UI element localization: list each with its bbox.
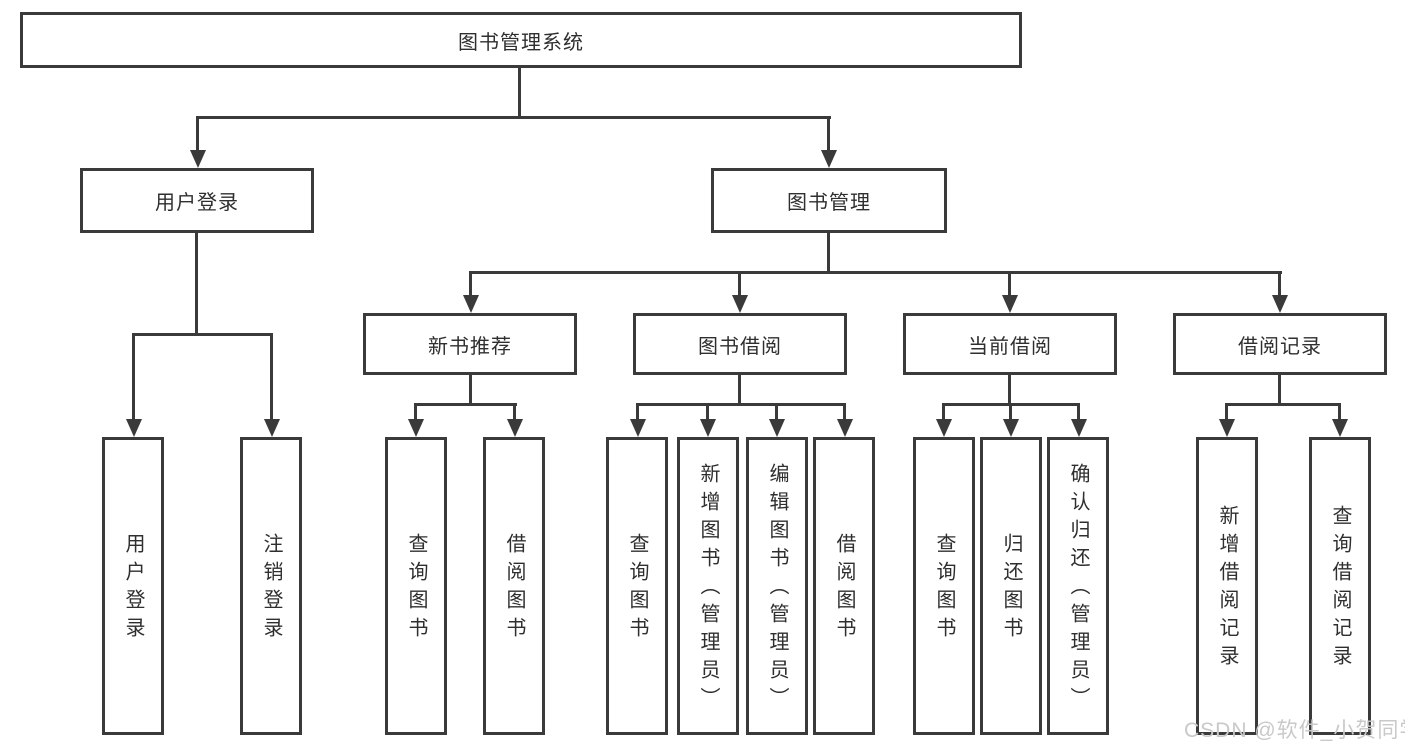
edge-current-stem — [1008, 375, 1011, 406]
node-new-book-recommendation: 新书推荐 — [363, 313, 577, 375]
node-current-borrowing: 当前借阅 — [903, 313, 1117, 375]
edge-book-management-rail — [469, 271, 1282, 274]
arrow-to-book-borrowing — [731, 271, 748, 313]
arrow-to-borrowing-records — [1271, 271, 1288, 313]
leaf-query-borrow-record: 查询借阅记录 — [1309, 437, 1371, 735]
arrow-to-query-books-recommend — [407, 403, 424, 437]
arrow-to-query-books-borrow — [629, 403, 646, 437]
leaf-borrow-books: 借阅图书 — [813, 437, 875, 735]
leaf-user-login: 用户登录 — [102, 437, 164, 735]
leaf-query-books-recommend: 查询图书 — [385, 437, 447, 735]
node-root: 图书管理系统 — [20, 12, 1022, 68]
arrow-to-current-borrowing — [1001, 271, 1018, 313]
edge-records-rail — [1225, 403, 1341, 406]
arrow-to-add-borrow-record — [1218, 403, 1235, 437]
edge-recommend-rail — [414, 403, 517, 406]
node-book-borrowing: 图书借阅 — [633, 313, 847, 375]
edge-borrowing-rail — [636, 403, 846, 406]
edge-user-login-stem — [195, 233, 198, 336]
arrow-to-book-management — [820, 116, 837, 168]
arrow-to-return-books — [1002, 403, 1019, 437]
arrow-to-new-book-recommendation — [462, 271, 479, 313]
node-user-login: 用户登录 — [80, 168, 314, 233]
arrow-to-confirm-return-admin — [1070, 403, 1087, 437]
csdn-watermark: CSDN @软件_小贺同学 — [1184, 719, 1405, 742]
edge-root-rail — [196, 116, 831, 119]
leaf-logout: 注销登录 — [240, 437, 302, 735]
arrow-to-query-books-current — [935, 403, 952, 437]
arrow-to-borrow-books-recommend — [506, 403, 523, 437]
leaf-add-books-admin: 新增图书（管理员） — [677, 437, 739, 735]
edge-root-stem — [518, 68, 521, 119]
arrow-to-leaf-user-login — [125, 333, 142, 437]
arrow-to-borrow-books — [836, 403, 853, 437]
node-borrowing-records: 借阅记录 — [1173, 313, 1387, 375]
node-book-management: 图书管理 — [711, 168, 947, 233]
edge-user-login-rail — [132, 333, 273, 336]
arrow-to-user-login — [189, 116, 206, 168]
arrow-to-query-borrow-record — [1331, 403, 1348, 437]
leaf-edit-books-admin: 编辑图书（管理员） — [746, 437, 808, 735]
leaf-borrow-books-recommend: 借阅图书 — [483, 437, 545, 735]
edge-book-management-stem — [827, 233, 830, 274]
leaf-query-books-borrow: 查询图书 — [606, 437, 668, 735]
edge-records-stem — [1278, 375, 1281, 406]
edge-borrowing-stem — [738, 375, 741, 406]
leaf-return-books: 归还图书 — [980, 437, 1042, 735]
leaf-add-borrow-record: 新增借阅记录 — [1196, 437, 1258, 735]
leaf-query-books-current: 查询图书 — [913, 437, 975, 735]
leaf-confirm-return-admin: 确认归还（管理员） — [1047, 437, 1109, 735]
arrow-to-add-books-admin — [699, 403, 716, 437]
edge-recommend-stem — [469, 375, 472, 406]
arrow-to-leaf-logout — [263, 333, 280, 437]
arrow-to-edit-books-admin — [768, 403, 785, 437]
